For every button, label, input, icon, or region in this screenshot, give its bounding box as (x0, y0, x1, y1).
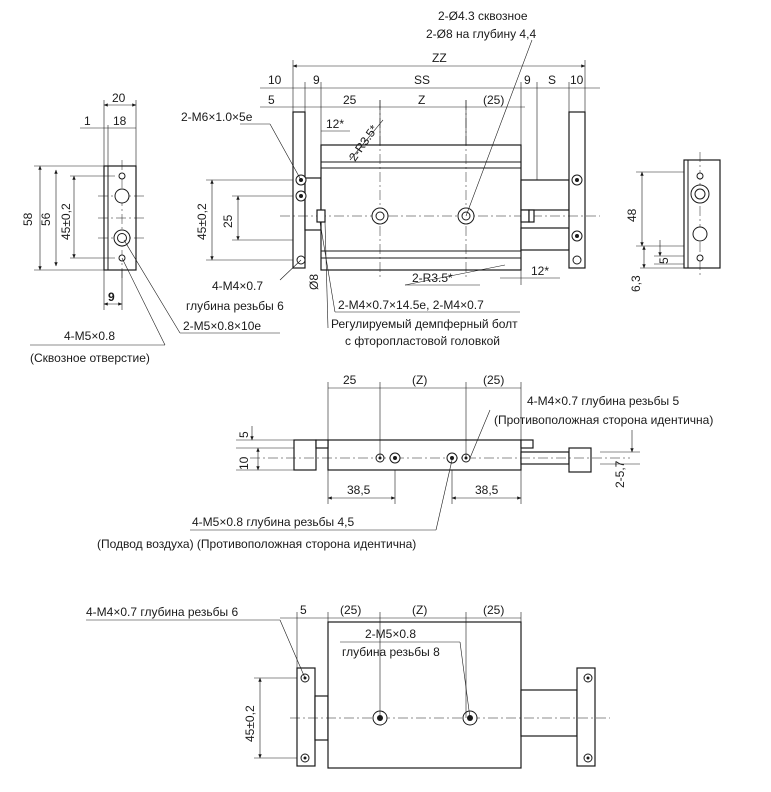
dim-385-left: 38,5 (347, 483, 371, 497)
bottom-view: 5 (25) (Z) (25) 4-M4×0.7 глубина резьбы … (86, 603, 610, 769)
m6-label: 2-M6×1.0×5e (181, 110, 253, 124)
m4-label-1: 4-M4×0.7 (212, 279, 263, 293)
thru-hole-label-2: 2-Ø8 на глубину 4,4 (426, 27, 536, 41)
dim-45-bottom: 45±0,2 (243, 705, 257, 742)
dim-18: 18 (113, 114, 127, 128)
end-plate-left (292, 111, 306, 269)
dim-10-right: 10 (570, 73, 584, 87)
dim-25: 25 (343, 93, 357, 107)
m5-label: 4-M5×0.8 (64, 329, 115, 343)
dim-25-side: 25 (343, 373, 357, 387)
m5-10e-label: 2-M5×0.8×10e (183, 319, 261, 333)
dim-58: 58 (21, 212, 35, 226)
dim-12-star-bottom: 12* (531, 264, 549, 278)
m4-side-label-1: 4-M4×0.7 глубина резьбы 5 (527, 394, 679, 408)
m4-label-2: глубина резьбы 6 (186, 299, 284, 313)
dim-25-vert: 25 (221, 214, 235, 228)
cylinder-body (320, 144, 522, 271)
dim-r35-bottom: 2-R3.5* (412, 271, 453, 285)
damper-label-1: Регулируемый демпферный болт (331, 317, 518, 331)
dim-45: 45±0,2 (59, 203, 73, 240)
m5-note: (Сквозное отверстие) (30, 351, 150, 365)
piston-rod-lower (520, 227, 570, 251)
dim-10-side: 10 (237, 456, 251, 470)
bottom-body (327, 621, 522, 769)
right-end-view: 48 5 6,3 (625, 152, 721, 292)
dim-9: 9 (108, 290, 115, 304)
dim-25-paren: (25) (483, 93, 504, 107)
top-view: ZZ 10 9 SS 9 S 10 5 25 Z (25) 12* 2-R3.5… (181, 9, 600, 348)
dim-25-bottom-right: (25) (483, 603, 504, 617)
end-plate-right (568, 111, 586, 269)
thru-hole-icon (114, 188, 130, 204)
dim-257: 2-5,7 (613, 460, 627, 488)
m5-side-label-1: 4-M5×0.8 глубина резьбы 4,5 (192, 515, 355, 529)
dim-z-bottom: (Z) (412, 603, 427, 617)
dim-z: Z (418, 93, 425, 107)
thru-hole-label-1: 2-Ø4.3 сквозное (438, 9, 528, 23)
dim-5: 5 (268, 93, 275, 107)
side-view: 25 (Z) (25) 4-M4×0.7 глубина резьбы 5 (П… (97, 373, 713, 551)
dim-25-paren-side: (25) (483, 373, 504, 387)
dim-20: 20 (112, 91, 126, 105)
dim-12-star-top: 12* (326, 117, 344, 131)
m4-damper-label: 2-M4×0.7×14.5e, 2-M4×0.7 (338, 298, 484, 312)
dim-5-side: 5 (237, 431, 251, 438)
dim-385-right: 38,5 (475, 483, 499, 497)
dim-phi8: Ø8 (307, 274, 321, 290)
m5-side-label-2: (Подвод воздуха) (Противоположная сторон… (97, 537, 416, 551)
dim-5-bottom: 5 (300, 603, 307, 617)
damper-label-2: с фторопластовой головкой (345, 334, 500, 348)
dim-63: 6,3 (629, 275, 643, 292)
dim-1: 1 (84, 114, 91, 128)
dim-48: 48 (625, 208, 639, 222)
dim-9-right: 9 (524, 73, 531, 87)
dim-25-bottom-left: (25) (340, 603, 361, 617)
dim-s: S (548, 73, 556, 87)
dim-10-left: 10 (268, 73, 282, 87)
m4-bottom-label: 4-M4×0.7 глубина резьбы 6 (86, 605, 238, 619)
dim-z-side: (Z) (412, 373, 427, 387)
dim-56: 56 (39, 212, 53, 226)
m5-bottom-label-1: 2-M5×0.8 (365, 627, 416, 641)
dim-5-right: 5 (657, 257, 671, 264)
left-end-view: 20 1 18 58 56 45±0,2 9 4-M5×0.8 (Сквозно… (21, 91, 280, 365)
piston-rod-upper (520, 179, 570, 211)
side-body (327, 439, 522, 471)
dim-45: 45±0,2 (195, 203, 209, 240)
dim-zz: ZZ (432, 51, 447, 65)
m4-side-label-2: (Противоположная сторона идентична) (494, 413, 713, 427)
dim-9-left: 9 (313, 73, 320, 87)
dim-ss: SS (414, 73, 430, 87)
m5-bottom-label-2: глубина резьбы 8 (342, 645, 440, 659)
